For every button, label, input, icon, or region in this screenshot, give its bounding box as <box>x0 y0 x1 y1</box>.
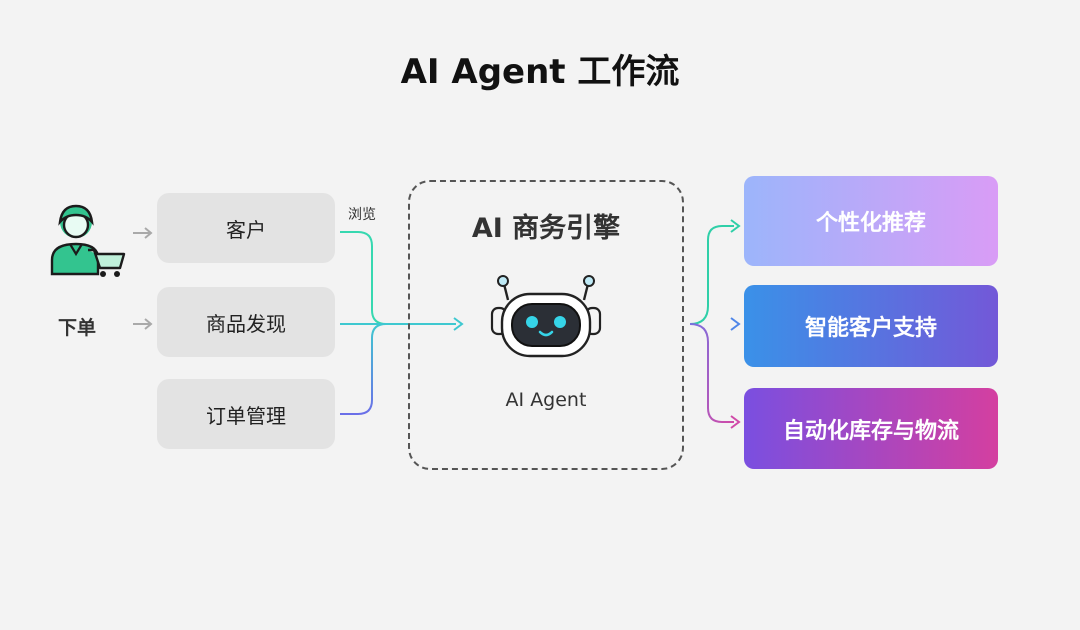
output-personalized-recommendation: 个性化推荐 <box>744 176 998 266</box>
output-arrowhead-mid <box>730 317 741 331</box>
user-with-cart-icon <box>50 204 126 277</box>
output-arrowhead-top <box>730 219 741 233</box>
engine-title: AI 商务引擎 <box>471 213 621 244</box>
arrow-right-icon <box>133 318 153 330</box>
robot-icon <box>490 275 602 358</box>
order-label: 下单 <box>58 317 97 339</box>
diagram-title: AI Agent 工作流 <box>400 52 680 92</box>
input-arrowhead <box>453 317 464 331</box>
browse-label: 浏览 <box>348 207 376 223</box>
output-smart-customer-support: 智能客户支持 <box>744 285 998 367</box>
output-line-bottom <box>689 323 734 423</box>
output-line-top <box>689 225 734 325</box>
product-discovery-box: 商品发现 <box>157 287 335 357</box>
agent-label: AI Agent <box>505 389 587 411</box>
output-automated-inventory-logistics: 自动化库存与物流 <box>744 388 998 469</box>
ai-commerce-engine: AI 商务引擎 AI Agent <box>408 180 684 470</box>
output-arrowhead-bottom <box>730 415 741 429</box>
order-management-box: 订单管理 <box>157 379 335 449</box>
arrow-right-icon <box>133 227 153 239</box>
customer-box: 客户 <box>157 193 335 263</box>
input-line-order <box>340 323 387 415</box>
